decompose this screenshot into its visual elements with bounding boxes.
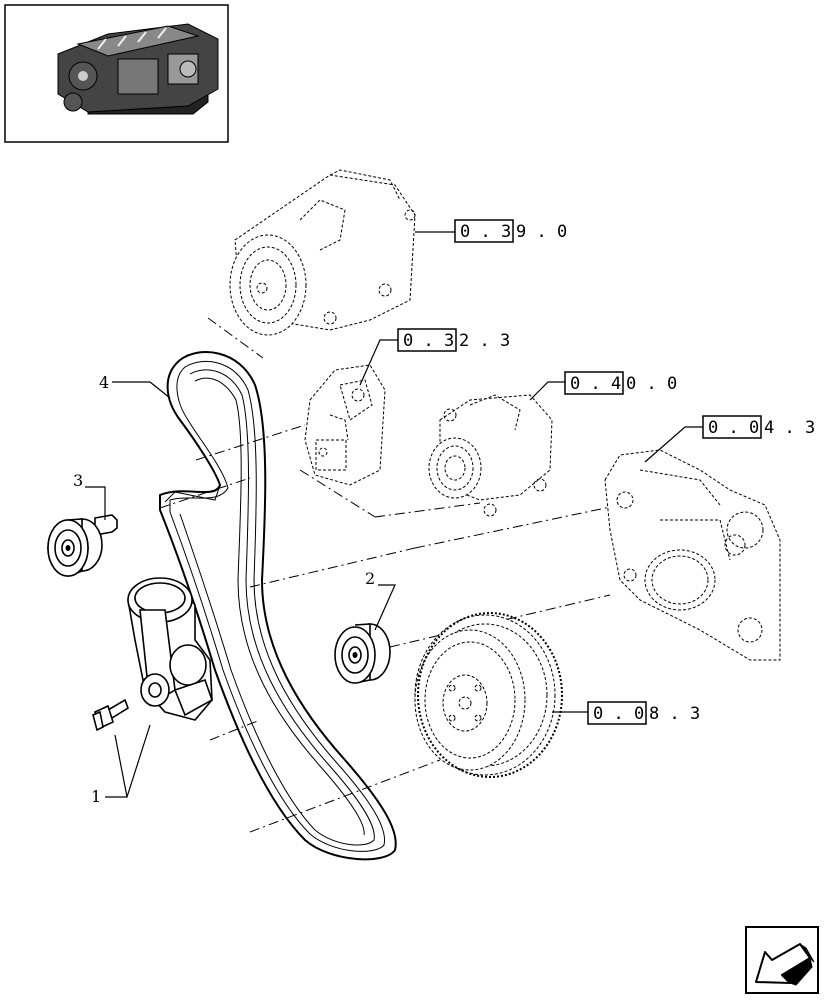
- belt-tensioner-1: [127, 577, 213, 721]
- ref-damper-rest: 8 . 3: [649, 704, 700, 724]
- idler-pulley-2: [334, 623, 391, 684]
- callout-1: 1: [91, 787, 101, 806]
- ref-compressor-rest: 9 . 0: [516, 222, 567, 242]
- ac-compressor: [229, 169, 416, 336]
- alternator: [428, 394, 553, 517]
- ref-hydraulic-pump-boxed: 0 . 3: [403, 331, 454, 351]
- ref-compressor[interactable]: 0 . 3 9 . 0: [415, 219, 567, 243]
- hydraulic-pump: [304, 364, 386, 486]
- ref-alternator[interactable]: 0 . 4 0 . 0: [529, 371, 677, 401]
- ref-compressor-boxed: 0 . 3: [460, 222, 511, 242]
- callout-3: 3: [73, 471, 83, 490]
- serpentine-belt: [159, 351, 397, 861]
- callout-4: 4: [99, 373, 109, 392]
- ref-alternator-boxed: 0 . 4: [570, 374, 621, 394]
- callout-leaders: [85, 381, 396, 798]
- timing-cover: [604, 449, 781, 661]
- idler-pulley-3: [47, 514, 118, 577]
- ref-damper[interactable]: 0 . 0 8 . 3: [552, 701, 700, 725]
- ref-timing-cover[interactable]: 0 . 0 4 . 3: [644, 415, 815, 463]
- ref-alternator-rest: 0 . 0: [626, 374, 677, 394]
- alignment-lines: [159, 317, 621, 833]
- ref-hydraulic-pump[interactable]: 0 . 3 2 . 3: [359, 328, 510, 386]
- crankshaft-damper: [414, 612, 563, 778]
- ref-hydraulic-pump-rest: 2 . 3: [459, 331, 510, 351]
- next-page-arrow-icon[interactable]: [745, 926, 819, 994]
- callout-2: 2: [365, 569, 375, 588]
- ref-damper-boxed: 0 . 0: [593, 704, 644, 724]
- ref-timing-cover-rest: 4 . 3: [764, 418, 815, 438]
- tensioner-bolt: [92, 698, 129, 732]
- ref-timing-cover-boxed: 0 . 0: [708, 418, 759, 438]
- engine-thumbnail-icon[interactable]: [4, 4, 229, 143]
